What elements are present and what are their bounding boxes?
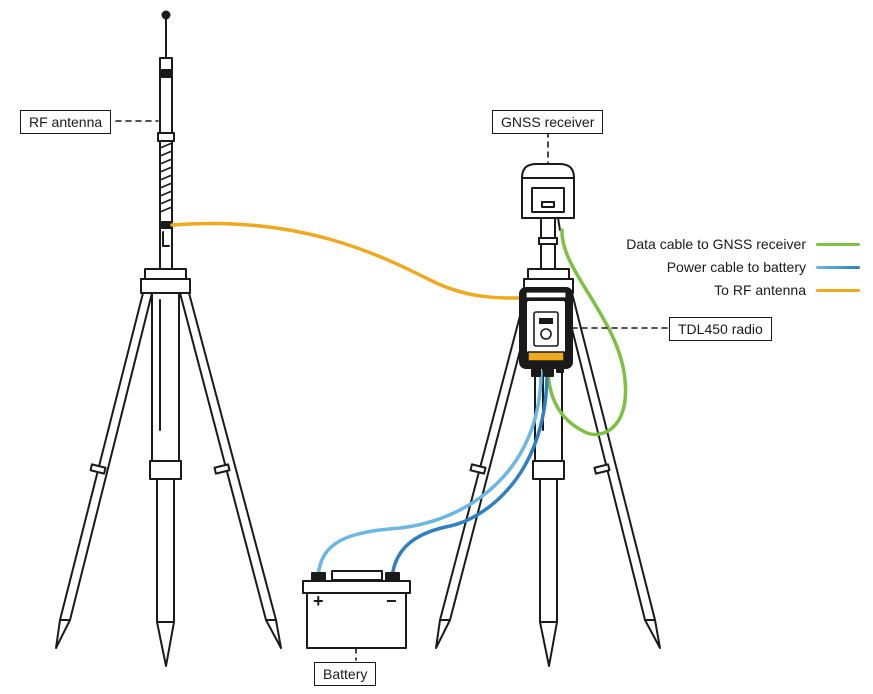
gnss-receiver-label: GNSS receiver (492, 110, 604, 134)
legend-data-cable-text: Data cable to GNSS receiver (626, 236, 806, 252)
legend-power-cable: Power cable to battery (667, 259, 860, 275)
tdl450-radio-label: TDL450 radio (669, 317, 772, 341)
power-cable-negative (390, 370, 549, 580)
legend-power-cable-text: Power cable to battery (666, 259, 806, 275)
legend-data-cable: Data cable to GNSS receiver (626, 236, 860, 252)
rf-cable (170, 221, 537, 300)
legend-data-cable-swatch (816, 242, 860, 246)
power-cable-positive (316, 370, 543, 580)
battery-positive-sign: + (313, 591, 324, 611)
rf-antenna-label: RF antenna (20, 110, 112, 134)
legend-rf-cable-text: To RF antenna (714, 282, 806, 298)
tdl450-radio (519, 287, 573, 377)
left-tripod (55, 268, 282, 667)
battery-negative-sign: − (386, 591, 397, 611)
right-tripod (435, 214, 661, 667)
legend-power-cable-swatch (816, 265, 860, 269)
gnss-receiver (521, 163, 575, 231)
antenna-tip (161, 10, 171, 20)
legend-rf-cable-swatch (816, 288, 860, 292)
data-cable (546, 228, 628, 437)
legend-rf-cable: To RF antenna (714, 282, 860, 298)
battery-body (302, 570, 411, 649)
rf-antenna (157, 15, 175, 270)
battery-label: Battery (314, 662, 377, 686)
